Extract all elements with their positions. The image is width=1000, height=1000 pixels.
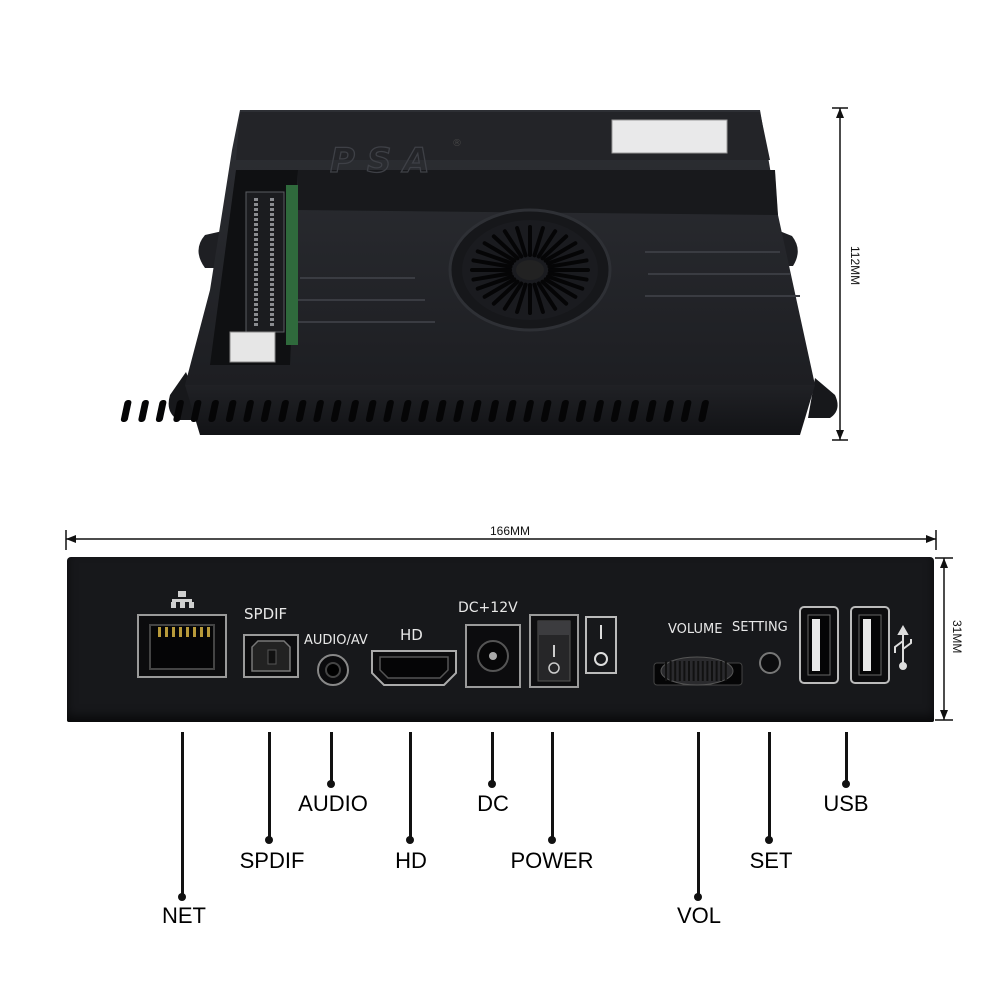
callout-dot-hd (406, 836, 414, 844)
callout-line-spdif (268, 732, 271, 840)
panel-print-volume: VOLUME (668, 622, 723, 637)
callout-line-vol (697, 732, 700, 897)
callout-dot-usb (842, 780, 850, 788)
callout-line-hd (409, 732, 412, 840)
callout-dot-audio (327, 780, 335, 788)
callout-label-set: SET (749, 848, 793, 873)
panel-print-audio-av: AUDIO/AV (304, 633, 368, 648)
label-sticker (611, 119, 728, 154)
callout-label-audio: AUDIO (298, 791, 368, 816)
callout-dot-vol (694, 893, 702, 901)
callout-line-audio (330, 732, 333, 784)
width-dimension-label: 166MM (490, 524, 531, 538)
setting-button (759, 652, 781, 674)
callout-line-set (768, 732, 771, 840)
callout-line-power (551, 732, 554, 840)
callout-line-usb (845, 732, 848, 784)
white-connector (229, 331, 276, 363)
callout-label-power: POWER (510, 848, 594, 873)
trademark-mark: ® (452, 138, 462, 149)
callout-line-dc (491, 732, 494, 784)
callout-dot-set (765, 836, 773, 844)
callout-dot-spdif (265, 836, 273, 844)
panel-print-dc: DC+12V (458, 600, 518, 616)
front-panel-ports (137, 591, 912, 688)
callout-label-dc: DC (477, 791, 509, 816)
panel-print-hd: HD (400, 626, 423, 644)
callout-label-spdif: SPDIF (239, 848, 305, 873)
network-icon (171, 591, 194, 608)
callout-label-net: NET (162, 903, 206, 928)
ribbon-connector (245, 191, 285, 333)
callout-dot-net (178, 893, 186, 901)
depth-dimension-label: 112MM (848, 246, 862, 286)
callout-label-hd: HD (395, 848, 427, 873)
panel-print-setting: SETTING (732, 620, 788, 635)
width-dimension (65, 530, 937, 550)
callout-dot-dc (488, 780, 496, 788)
power-symbol-box (585, 616, 617, 674)
callout-label-usb: USB (823, 791, 869, 816)
callout-label-vol: VOL (676, 903, 722, 928)
height-dimension (935, 557, 953, 721)
callout-line-net (181, 732, 184, 897)
usb-icon (894, 624, 912, 670)
mount-tab-right-bottom (808, 378, 838, 418)
panel-print-spdif: SPDIF (244, 605, 288, 623)
device-top-view: PSA ® (120, 107, 848, 441)
callout-dot-power (548, 836, 556, 844)
brand-logo: PSA (330, 141, 442, 181)
